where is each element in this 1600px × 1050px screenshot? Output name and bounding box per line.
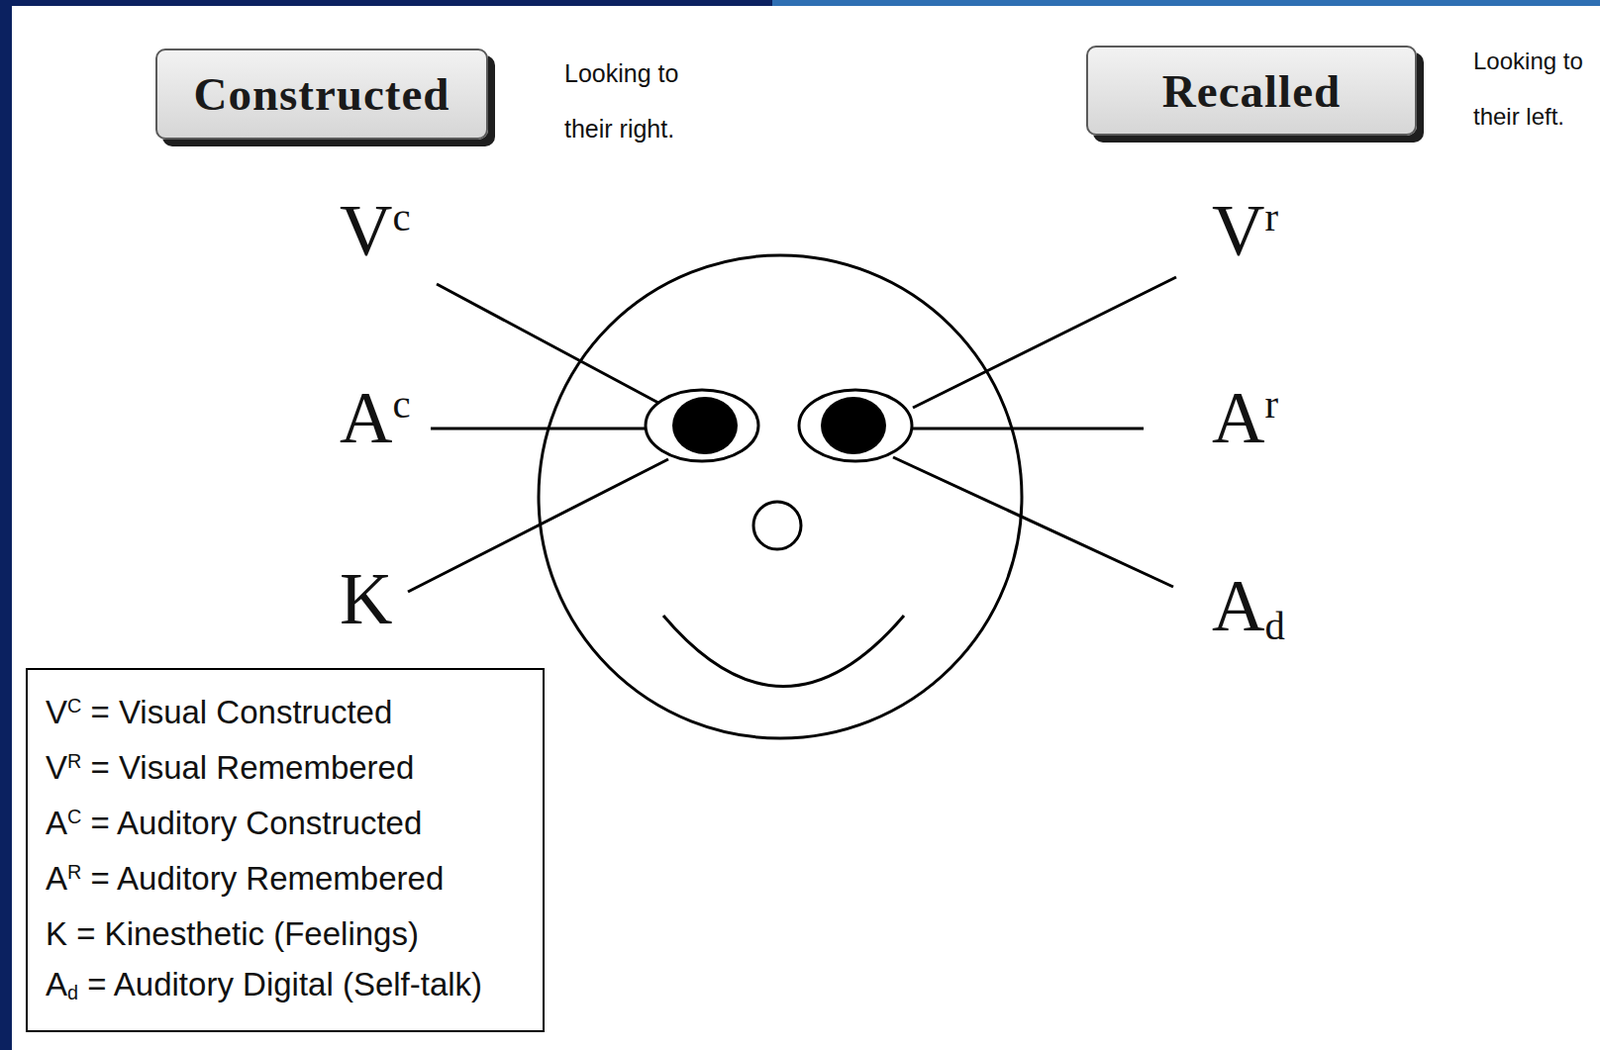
face-outline — [538, 255, 1022, 739]
legend-text: VR = Visual Remembered — [45, 749, 414, 787]
symbol-script: R — [67, 750, 82, 773]
symbol-base: V — [1211, 190, 1265, 272]
eye — [799, 390, 912, 462]
symbol-script: c — [392, 195, 410, 240]
symbol-base: A — [45, 804, 68, 842]
symbol-base: A — [1211, 377, 1265, 459]
cue-label: Ar — [1211, 381, 1279, 455]
symbol-base: V — [339, 190, 393, 272]
cue-label: K — [339, 562, 393, 636]
legend-text: VC = Visual Constructed — [45, 694, 393, 731]
symbol-base: A — [45, 860, 68, 898]
legend-entry: AC = Auditory Constructed — [45, 798, 543, 854]
side-bar — [0, 0, 12, 1050]
symbol-script: C — [67, 695, 82, 717]
direction-note: Looking to their left. — [1473, 33, 1591, 145]
legend-text: K = Kinesthetic (Feelings) — [45, 915, 419, 953]
legend-entry: VC = Visual Constructed — [45, 687, 543, 743]
top-bar — [772, 0, 1600, 6]
heading-button: Recalled — [1086, 45, 1417, 136]
smile — [663, 615, 904, 688]
leader-line — [436, 284, 659, 403]
heading-text: Recalled — [1162, 64, 1341, 118]
heading-text: Constructed — [193, 67, 450, 121]
symbol-base: A — [45, 966, 68, 1003]
legend-box: VC = Visual ConstructedVR = Visual Remem… — [25, 668, 545, 1033]
nose — [753, 501, 801, 550]
symbol-script: C — [67, 805, 82, 828]
cue-label: Vc — [339, 194, 411, 268]
cue-label: Ad — [1211, 569, 1286, 643]
legend-entry: K = Kinesthetic (Feelings) — [45, 908, 543, 960]
legend-entry: Ad = Auditory Digital (Self-talk) — [45, 959, 543, 1015]
symbol-script: r — [1264, 195, 1279, 240]
top-bar — [0, 0, 773, 6]
symbol-base: V — [45, 749, 68, 787]
cue-label: Vr — [1211, 194, 1279, 268]
symbol-base: A — [1211, 565, 1265, 647]
leader-line — [912, 277, 1177, 408]
leader-line — [893, 457, 1174, 588]
symbol-base: A — [339, 377, 393, 459]
symbol-script: c — [392, 382, 410, 427]
legend-entry: AR = Auditory Remembered — [45, 853, 543, 909]
symbol-meaning: = Auditory Constructed — [81, 804, 422, 842]
pupil — [672, 397, 738, 455]
symbol-script: d — [1264, 603, 1285, 649]
leader-line — [912, 427, 1144, 431]
legend-text: Ad = Auditory Digital (Self-talk) — [45, 966, 483, 1003]
symbol-meaning: = Auditory Digital (Self-talk) — [78, 966, 483, 1003]
symbol-script: d — [67, 982, 79, 1004]
direction-note: Looking to their right. — [564, 45, 713, 157]
leader-line — [407, 459, 669, 593]
legend-text: AR = Auditory Remembered — [45, 860, 444, 898]
legend-entry: VR = Visual Remembered — [45, 742, 543, 799]
leader-line — [430, 427, 648, 431]
pupil — [820, 397, 887, 455]
symbol-meaning: = Auditory Remembered — [81, 860, 444, 898]
cue-label: Ac — [339, 381, 411, 455]
eye — [645, 390, 759, 462]
symbol-meaning: = Visual Remembered — [81, 749, 414, 787]
symbol-script: r — [1264, 382, 1279, 427]
symbol-base: V — [45, 694, 68, 731]
heading-button: Constructed — [155, 48, 489, 140]
symbol-meaning: = Visual Constructed — [81, 694, 393, 731]
legend-text: AC = Auditory Constructed — [45, 804, 422, 842]
symbol-script: R — [67, 861, 82, 884]
